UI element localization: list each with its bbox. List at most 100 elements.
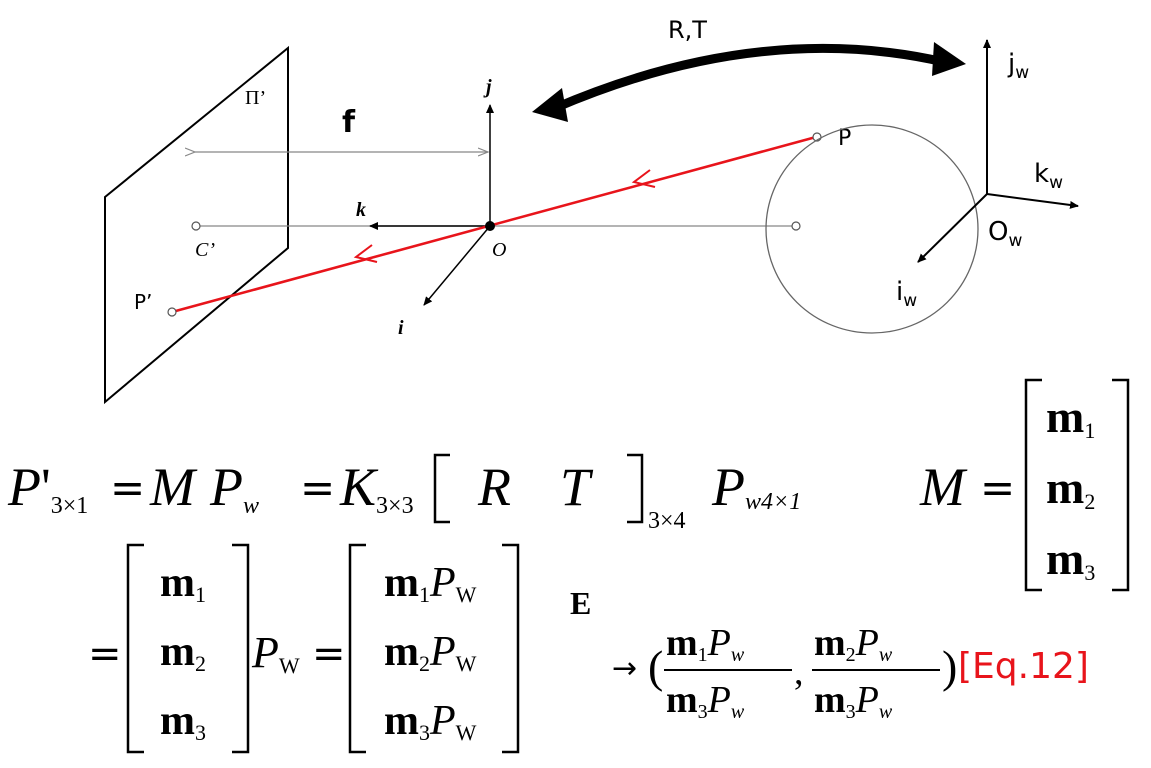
m-def-symbol: M	[919, 457, 968, 517]
r-matrix: R	[477, 457, 511, 517]
m-rows-row-1-m: m	[160, 560, 195, 606]
pw4-subscript: w4×1	[745, 489, 801, 515]
m-def-row-1-sub: 1	[1084, 418, 1095, 443]
frac1-num-p: P	[707, 622, 731, 664]
product-row-1-p: P	[429, 560, 456, 606]
frac2-den-p: P	[855, 679, 879, 721]
p-prime-label: P’	[134, 290, 152, 314]
m-rows-row-1: m1	[160, 560, 206, 607]
frac2-den-msub: 3	[846, 701, 856, 723]
world-j-subscript: w	[1015, 63, 1029, 83]
m-def-row-3-m: m	[1046, 533, 1084, 584]
product-row-2: m2PW	[384, 629, 477, 676]
m-rows-left-bracket	[126, 543, 144, 754]
pw4-letter: P	[711, 457, 745, 517]
frac1-den-m: m	[666, 679, 698, 721]
product-row-1: m1PW	[384, 560, 477, 607]
m-rows-row-1-sub: 1	[195, 582, 206, 607]
product-left-bracket	[348, 543, 366, 754]
p-label: P	[838, 126, 851, 151]
pw-capital-letter: P	[251, 628, 279, 677]
camera-origin-label: O	[492, 239, 506, 261]
m-rows-row-3-m: m	[160, 698, 195, 744]
world-i-label: iw	[896, 277, 917, 311]
plane-label: Π’	[245, 87, 266, 109]
m-def-row-2: m2	[1046, 462, 1095, 514]
world-origin-subscript: w	[1008, 231, 1022, 251]
ray-arrowhead-upper	[631, 169, 656, 188]
product-row-1-msub: 1	[419, 582, 430, 607]
world-object-ellipse	[765, 124, 979, 334]
m-def-row-2-sub: 2	[1084, 489, 1095, 514]
close-paren: )	[942, 641, 957, 692]
projection-arrow: →	[612, 651, 637, 686]
open-paren: (	[648, 641, 663, 692]
lhs-p-prime: P'3×1	[7, 457, 88, 519]
world-k-subscript: w	[1049, 173, 1063, 193]
c-prime-point	[191, 221, 201, 231]
m-def-right-bracket	[1112, 378, 1130, 592]
frac1-num-m: m	[666, 622, 698, 664]
m-def-left-bracket	[1024, 378, 1042, 592]
pw4-term: Pw4×1	[711, 457, 801, 517]
m-def-row-3: m3	[1046, 533, 1095, 585]
equation-tag: [Eq.12]	[958, 646, 1089, 687]
product-row-3-m: m	[384, 698, 419, 744]
euclidean-symbol: E	[570, 585, 591, 621]
equals-2: =	[300, 463, 335, 512]
matrix-m: M	[149, 457, 198, 517]
pw-capital-term: PW	[251, 628, 300, 678]
world-j-label: jw	[1007, 49, 1029, 83]
product-right-bracket	[502, 543, 520, 754]
rt-arrowhead-left	[532, 88, 568, 122]
camera-center-dot	[485, 221, 495, 231]
pw-subscript: w	[243, 493, 259, 519]
m-def-row-2-m: m	[1046, 462, 1084, 513]
m-rows-row-3: m3	[160, 698, 206, 745]
frac1-num-msub: 1	[698, 644, 708, 666]
line2-equals-2: =	[312, 631, 346, 677]
frac1-den-p: P	[707, 679, 731, 721]
frac1-num-psub: w	[731, 644, 745, 666]
c-prime-label: C’	[195, 239, 215, 261]
product-row-1-m: m	[384, 560, 419, 606]
frac1-denominator: m3Pw	[666, 679, 745, 723]
k-letter: K	[339, 457, 379, 517]
camera-i-axis	[423, 225, 491, 306]
p-prime-point	[167, 307, 177, 317]
image-plane	[104, 45, 289, 405]
frac2-num-psub: w	[879, 644, 893, 666]
ray-arrowhead-lower	[353, 244, 378, 263]
lhs-subscript: 3×1	[51, 493, 89, 519]
world-j-letter: j	[1007, 49, 1015, 79]
rt-subscript: 3×4	[648, 508, 686, 534]
product-row-2-psub: W	[456, 651, 477, 676]
frac2-num-m: m	[814, 622, 846, 664]
m-definition: M = m1 m2 m3	[919, 378, 1130, 592]
m-def-equals: =	[980, 463, 1015, 512]
lhs-p: P	[7, 457, 41, 517]
rt-right-bracket	[627, 453, 644, 524]
k-term: K3×3	[339, 457, 414, 519]
axis-end-point	[791, 221, 801, 231]
line2-equals-1: =	[88, 631, 122, 677]
product-row-1-psub: W	[456, 582, 477, 607]
world-origin-label: Ow	[988, 217, 1022, 251]
m-rows-row-2-m: m	[160, 629, 195, 675]
pw-capital-subscript: W	[279, 653, 300, 678]
equals-1: =	[110, 463, 145, 512]
pw-term: Pw	[209, 457, 259, 519]
k-subscript: 3×3	[376, 493, 414, 519]
t-matrix: T	[560, 457, 594, 517]
lhs-prime: '	[41, 457, 51, 517]
world-k-letter: k	[1034, 159, 1049, 189]
world-k-label: kw	[1034, 159, 1063, 193]
m-rows-row-2: m2	[160, 629, 206, 676]
fraction-comma: ,	[794, 651, 804, 693]
m-rows-row-2-sub: 2	[195, 651, 206, 676]
camera-k-label: k	[356, 199, 366, 221]
world-origin-letter: O	[988, 217, 1008, 247]
rt-label: R,T	[668, 16, 707, 44]
m-def-row-3-sub: 3	[1084, 560, 1095, 585]
